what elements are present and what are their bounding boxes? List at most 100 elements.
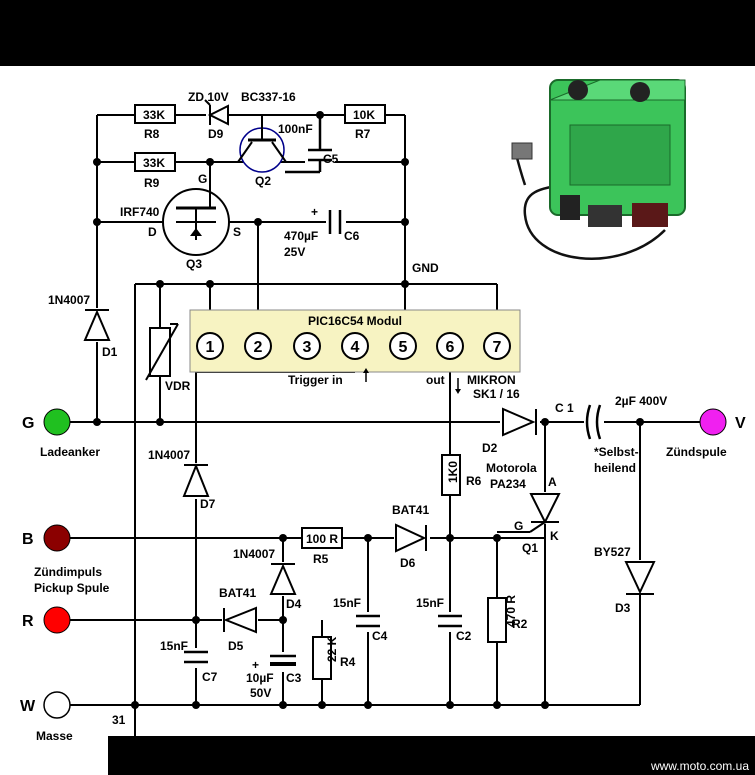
d1-name: D1 xyxy=(102,345,118,359)
terminal-v-letter: V xyxy=(735,415,746,432)
vdr xyxy=(145,323,179,381)
pin-2: 2 xyxy=(254,339,263,356)
pin-5: 5 xyxy=(399,339,408,356)
q3-drain: D xyxy=(148,225,157,239)
pic-module: PIC16C54 Modul 1 2 3 4 5 6 7 xyxy=(189,309,521,373)
r7-value: 10K xyxy=(353,108,375,122)
irf-label: IRF740 xyxy=(120,205,160,219)
bottom-sheet-strip xyxy=(0,736,108,775)
mosfet-q3 xyxy=(162,188,230,256)
c6-value: 470µF xyxy=(284,229,318,243)
junctions xyxy=(93,111,644,709)
pic-pins: 1 2 3 4 5 6 7 xyxy=(196,332,511,360)
c1-name: C 1 xyxy=(555,401,574,415)
r6-name: R6 xyxy=(466,474,482,488)
c7-value: 15nF xyxy=(160,639,188,653)
terminal-b-letter: B xyxy=(22,531,34,548)
pickup-label: Pickup Spule xyxy=(34,581,110,595)
c1-value: 2µF 400V xyxy=(615,394,667,408)
motorola-label: Motorola xyxy=(486,461,537,475)
r9-value: 33K xyxy=(143,156,165,170)
c6-name: C6 xyxy=(344,229,360,243)
q1-anode: A xyxy=(548,475,557,489)
terminal-r xyxy=(43,606,71,634)
transistor-q2 xyxy=(237,115,287,173)
r5-name: R5 xyxy=(313,552,329,566)
c3-voltage: 50V xyxy=(250,686,271,700)
ground-31-label: 31 xyxy=(112,713,126,727)
q1-cathode: K xyxy=(550,529,559,543)
d2-name: D2 xyxy=(482,441,498,455)
d3-type: BY527 xyxy=(594,545,631,559)
c4-value: 15nF xyxy=(333,596,361,610)
terminal-r-letter: R xyxy=(22,613,34,630)
d7-name: D7 xyxy=(200,497,216,511)
terminal-g-letter: G xyxy=(22,415,34,432)
bc-label: BC337-16 xyxy=(241,90,296,104)
c5-name: C5 xyxy=(323,152,339,166)
q1-gate: G xyxy=(514,519,523,533)
r9-name: R9 xyxy=(144,176,160,190)
heilend-label: heilend xyxy=(594,461,636,475)
c2-name: C2 xyxy=(456,629,472,643)
ladeanker-label: Ladeanker xyxy=(40,445,100,459)
zuendspule-label: Zündspule xyxy=(666,445,727,459)
d4-name: D4 xyxy=(286,597,302,611)
pin-7: 7 xyxy=(493,339,502,356)
c2-value: 15nF xyxy=(416,596,444,610)
r8-name: R8 xyxy=(144,127,160,141)
d9-name: D9 xyxy=(208,127,224,141)
diodes xyxy=(83,99,656,634)
q2-name: Q2 xyxy=(255,174,271,188)
r4-name: R4 xyxy=(340,655,356,669)
c6-voltage: 25V xyxy=(284,245,305,259)
c6-plus: + xyxy=(311,205,318,219)
pic-module-title: PIC16C54 Modul xyxy=(308,314,402,328)
ecu-photo xyxy=(511,79,686,260)
resistors xyxy=(134,104,507,680)
r8-value: 33K xyxy=(143,108,165,122)
c3-value: 10µF xyxy=(246,671,274,685)
q3-name: Q3 xyxy=(186,257,202,271)
d5-name: D5 xyxy=(228,639,244,653)
c3-name: C3 xyxy=(286,671,302,685)
zd-label: ZD 10V xyxy=(188,90,229,104)
pin-3: 3 xyxy=(303,339,312,356)
c7-name: C7 xyxy=(202,670,218,684)
terminal-v xyxy=(699,408,727,436)
watermark: www.moto.com.ua xyxy=(650,759,749,773)
gnd-bottom-label: GND xyxy=(118,757,145,771)
q3-gate: G xyxy=(198,172,207,186)
r7-name: R7 xyxy=(355,127,371,141)
d5-type: BAT41 xyxy=(219,586,256,600)
r2-value: 470 R xyxy=(504,595,518,627)
r2-name: R2 xyxy=(512,617,528,631)
terminals xyxy=(43,408,727,719)
pin-1: 1 xyxy=(206,339,215,356)
pin-4: 4 xyxy=(351,339,360,356)
r6-value: 1K0 xyxy=(446,461,460,483)
pin-6: 6 xyxy=(446,339,455,356)
vdr-label: VDR xyxy=(165,379,191,393)
terminal-g xyxy=(43,408,71,436)
r4-value: 22 K xyxy=(325,636,339,662)
mikron-label: MIKRON xyxy=(467,373,516,387)
thyristor-q1 xyxy=(497,492,561,533)
d6-type: BAT41 xyxy=(392,503,429,517)
d4-type: 1N4007 xyxy=(233,547,275,561)
d3-name: D3 xyxy=(615,601,631,615)
terminal-b xyxy=(43,524,71,552)
c5-value: 100nF xyxy=(278,122,313,136)
gnd-top-label: GND xyxy=(412,261,439,275)
q1-name: Q1 xyxy=(522,541,538,555)
c4-name: C4 xyxy=(372,629,388,643)
zuendimpuls-label: Zündimpuls xyxy=(34,565,102,579)
trigger-label: Trigger in xyxy=(288,373,343,387)
d1-type: 1N4007 xyxy=(48,293,90,307)
capacitors xyxy=(184,115,604,672)
labels: 33K R8 33K R9 10K R7 ZD 10V D9 BC337-16 … xyxy=(20,90,746,771)
terminal-w xyxy=(43,691,71,719)
q3-source: S xyxy=(233,225,241,239)
c3-plus: + xyxy=(252,658,259,672)
